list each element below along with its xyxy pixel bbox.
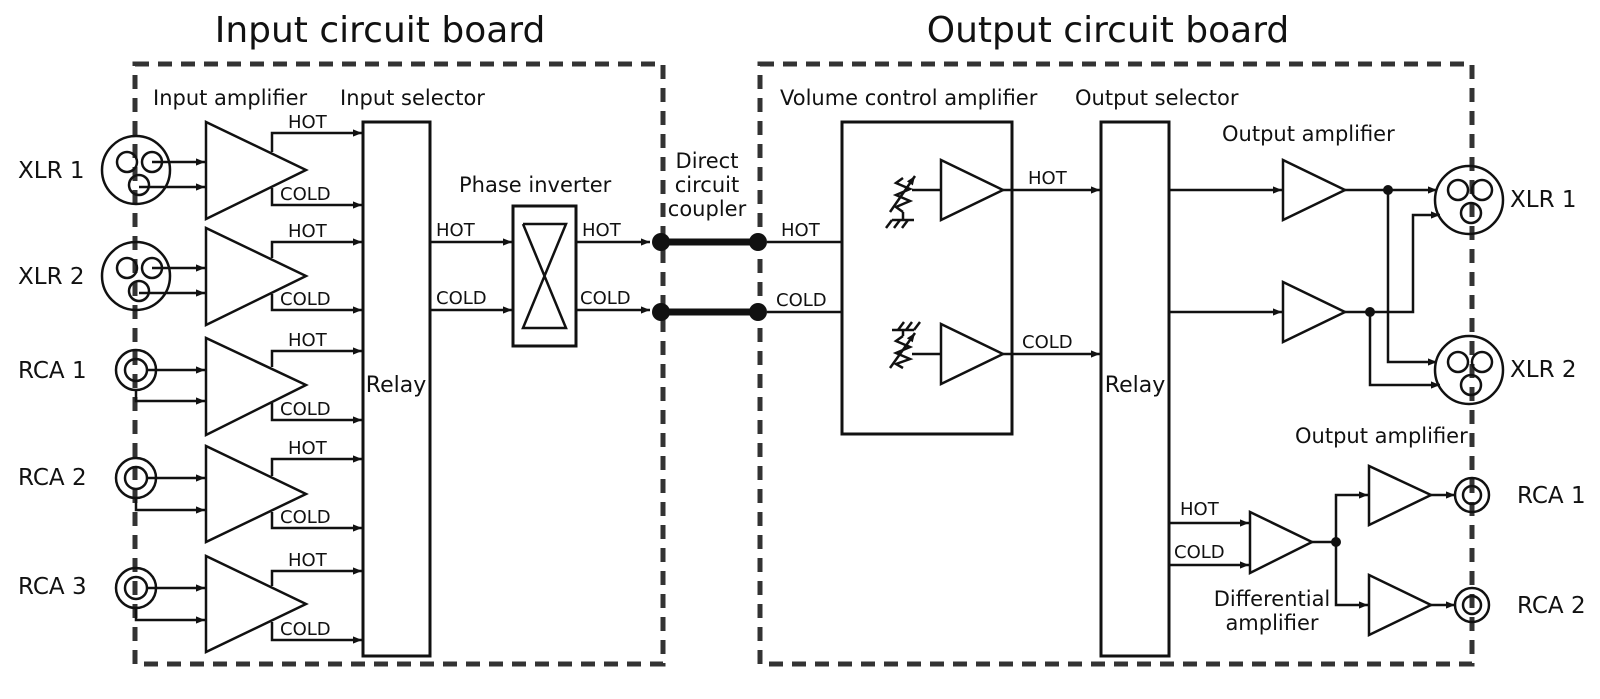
input-amplifier-triangle [204, 554, 309, 654]
output-relay-label: Relay [1105, 373, 1165, 398]
hot-label: HOT [288, 438, 328, 459]
cold-label: COLD [280, 619, 331, 640]
output-selector-label: Output selector [1075, 86, 1239, 110]
coupler-node [749, 303, 767, 321]
input-amplifier-label: Input amplifier [153, 86, 308, 110]
hot-label: HOT [1180, 499, 1220, 520]
xlr-connector-icon [100, 240, 172, 312]
output-port-xlr1: XLR 1 [1510, 187, 1577, 213]
cold-label: COLD [776, 290, 827, 311]
hot-label: HOT [288, 330, 328, 351]
input-xlr2-channel: HOT COLD [100, 221, 362, 328]
cold-label: COLD [580, 288, 631, 309]
hot-label: HOT [582, 220, 622, 241]
cold-label: COLD [280, 289, 331, 310]
volume-amplifier-triangle [939, 158, 1006, 222]
volume-amplifier-triangle [939, 322, 1006, 386]
input-board-title: Input circuit board [215, 10, 546, 51]
input-rca3-channel: HOT COLD [114, 550, 362, 654]
output-rca1-connector-icon [1453, 476, 1491, 514]
input-amplifier-triangle [204, 336, 309, 438]
cold-label: COLD [280, 399, 331, 420]
output-relay [1099, 120, 1171, 658]
input-relay [361, 120, 432, 658]
cold-label: COLD [1022, 332, 1073, 353]
hot-label: HOT [436, 220, 476, 241]
variable-resistor-icon [892, 176, 914, 214]
input-selector-label: Input selector [340, 86, 485, 110]
hot-label: HOT [781, 220, 821, 241]
phase-inverter-label: Phase inverter [459, 173, 612, 197]
input-port-xlr2: XLR 2 [18, 264, 85, 290]
coupler-node [652, 303, 670, 321]
output-xlr2-connector-icon [1433, 334, 1505, 406]
hot-label: HOT [1028, 168, 1068, 189]
hot-label: HOT [288, 221, 328, 242]
phase-inverter-icon [521, 222, 568, 330]
input-relay-label: Relay [366, 373, 426, 398]
differential-amplifier-label-2: amplifier [1225, 611, 1318, 635]
input-rca1-channel: HOT COLD [114, 330, 362, 438]
differential-amplifier-triangle [1248, 510, 1315, 576]
output-port-xlr2: XLR 2 [1510, 357, 1577, 383]
hot-label: HOT [288, 112, 328, 133]
coupler-label-line3: coupler [668, 197, 747, 221]
input-board-outline [132, 61, 666, 667]
input-xlr1-channel: HOT COLD [100, 112, 362, 222]
coupler-label-line2: circuit [675, 173, 739, 197]
cold-label: COLD [280, 184, 331, 205]
xlr-connector-icon [100, 134, 172, 206]
output-amplifier-triangle [1367, 464, 1434, 527]
output-amplifier-triangle [1281, 280, 1348, 344]
output-port-rca1: RCA 1 [1517, 483, 1586, 509]
hot-label: HOT [288, 550, 328, 571]
input-port-xlr1: XLR 1 [18, 158, 85, 184]
output-xlr1-connector-icon [1433, 164, 1505, 236]
output-amplifier-triangle [1367, 573, 1434, 637]
input-port-rca3: RCA 3 [18, 574, 87, 600]
volume-control-amplifier-label: Volume control amplifier [780, 86, 1038, 110]
cold-label: COLD [1174, 542, 1225, 563]
input-port-rca1: RCA 1 [18, 358, 87, 384]
output-amplifier-label-1: Output amplifier [1222, 122, 1395, 146]
output-amplifier-label-2: Output amplifier [1295, 424, 1468, 448]
input-amplifier-triangle [204, 120, 309, 222]
output-port-rca2: RCA 2 [1517, 593, 1586, 619]
coupler-node [652, 233, 670, 251]
input-rca2-channel: HOT COLD [114, 438, 362, 544]
cold-label: COLD [280, 507, 331, 528]
differential-amplifier-label-1: Differential [1214, 587, 1331, 611]
coupler-label-line1: Direct [676, 149, 739, 173]
volume-control-block [840, 120, 1014, 436]
output-board-title: Output circuit board [927, 10, 1289, 51]
input-port-rca2: RCA 2 [18, 465, 87, 491]
output-amplifier-triangle [1281, 158, 1348, 222]
coupler-node [749, 233, 767, 251]
output-rca2-connector-icon [1453, 586, 1491, 624]
input-amplifier-triangle [204, 226, 309, 328]
cold-label: COLD [436, 288, 487, 309]
input-amplifier-triangle [204, 444, 309, 544]
variable-resistor-icon [892, 334, 914, 370]
